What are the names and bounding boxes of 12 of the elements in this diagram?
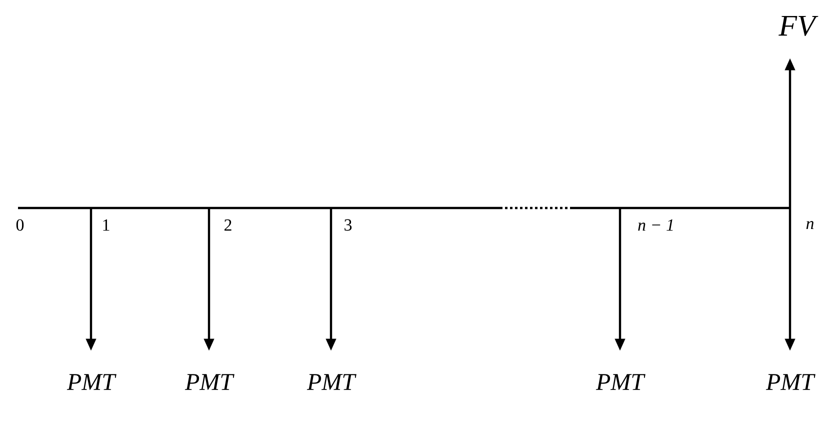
- amount-label: PMT: [306, 374, 356, 390]
- tick-label: n − 1: [638, 219, 673, 231]
- tick-label: 1: [103, 219, 110, 231]
- amount-label: FV: [778, 16, 818, 36]
- amount-label: PMT: [596, 374, 646, 390]
- amount-label: PMT: [66, 374, 116, 390]
- amount-label: PMT: [184, 374, 234, 390]
- tick-label: 2: [224, 219, 232, 231]
- tick-label: 0: [16, 219, 24, 231]
- amount-label: PMT: [766, 374, 816, 390]
- tick-label: n: [806, 221, 814, 229]
- tick-label: 3: [344, 219, 352, 231]
